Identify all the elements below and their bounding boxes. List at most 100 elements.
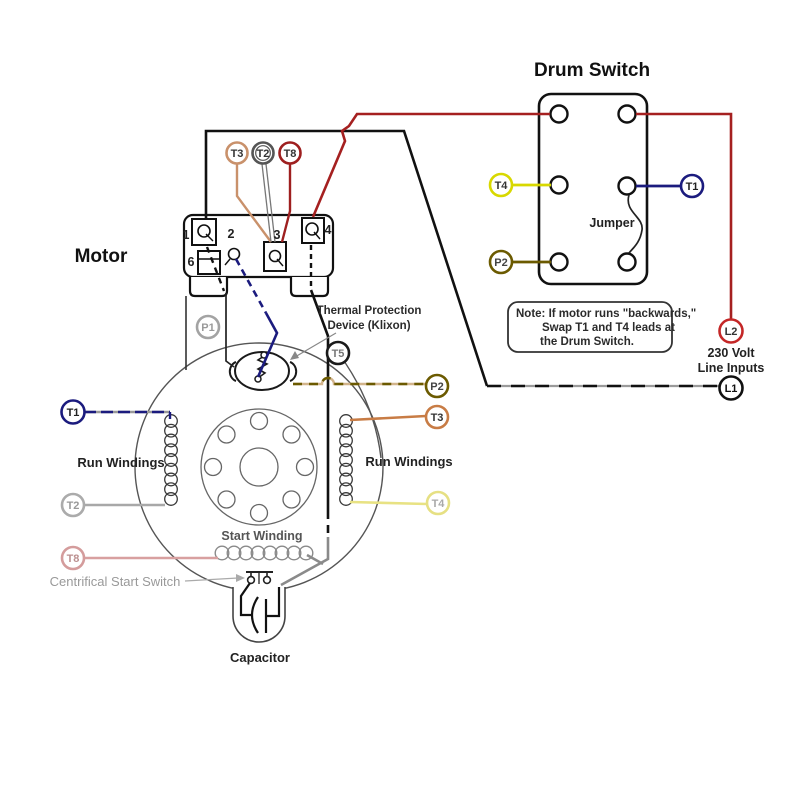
red-wire-drum-to-terminal4: [311, 112, 550, 218]
gray-wire-start-winding: [306, 553, 324, 566]
terminal-ring-t1-drum: [679, 173, 705, 199]
terminal-block-body: [182, 213, 335, 279]
thermal-label-line1: Thermal Protection: [317, 305, 422, 317]
volt-label-line2: Line Inputs: [698, 361, 765, 375]
bolt-hole: [217, 425, 236, 444]
rotor-circle: [200, 408, 318, 526]
pin-label-1: 1: [183, 228, 190, 242]
start-winding-coil: [214, 545, 314, 561]
drum-switch-body: [537, 92, 649, 286]
terminal-2-screw-slot: [224, 258, 231, 266]
blue-wire-to-klixon: [256, 312, 279, 378]
capacitor-housing: [232, 587, 286, 643]
bolt-hole: [249, 503, 269, 523]
terminal-ring-p2-drum: [488, 249, 514, 275]
t2-pigtail-wire-b: [265, 163, 276, 243]
terminal-ring-t5: [325, 340, 351, 366]
drum-switch-title: Drum Switch: [534, 60, 650, 81]
terminal-label-t8-top: T8: [284, 148, 297, 160]
capacitor-left-lead: [239, 582, 252, 617]
drum-terminal: [617, 104, 637, 124]
drum-terminal: [549, 252, 569, 272]
jumper-wire: [627, 194, 643, 254]
terminal-ring-l2: [718, 318, 744, 344]
centrifugal-arrow-head: [236, 574, 245, 582]
terminal-3-screw: [268, 249, 282, 263]
drum-terminal: [549, 175, 569, 195]
jumper-label: Jumper: [589, 216, 634, 230]
terminal-label-t4-drum: T4: [495, 180, 509, 192]
run-windings-left-label: Run Windings: [77, 455, 164, 470]
terminal-label-t2-motor: T2: [67, 500, 80, 512]
bolt-hole: [282, 425, 301, 444]
terminal-ring-t4-motor: [425, 490, 451, 516]
terminal-ring-p1: [195, 314, 221, 340]
terminal-ring-t4-drum: [488, 172, 514, 198]
pin-label-3: 3: [274, 228, 281, 242]
terminal-inner-ring-t2-top: [255, 145, 271, 161]
run-winding-right-coil: [339, 414, 353, 506]
terminal1-klixon-lead: [225, 293, 235, 368]
terminal-ring-l1: [718, 375, 744, 401]
terminal-label-l2: L2: [725, 326, 738, 338]
terminal-3-screw-slot: [276, 258, 284, 267]
pin-label-4: 4: [325, 223, 332, 237]
terminal-block-foot-left: [188, 277, 229, 298]
bolt-hole: [295, 457, 315, 477]
terminal-ring-t1-motor: [60, 399, 86, 425]
centrifugal-switch: [246, 571, 273, 585]
terminal-label-t1-drum: T1: [686, 181, 699, 193]
bolt-hole: [282, 490, 301, 509]
run-windings-right-label: Run Windings: [365, 454, 452, 469]
t4-wire: [349, 500, 428, 506]
terminal-label-t8-motor: T8: [67, 553, 80, 565]
blue-dashed-lead: [234, 258, 268, 314]
thermal-label-line2: Device (Klixon): [327, 320, 410, 332]
terminal-4-screw: [305, 222, 319, 236]
terminal-ring-t3-top: [225, 141, 249, 165]
wires: [84, 112, 733, 587]
volt-label-line1: 230 Volt: [707, 346, 755, 360]
motor-assembly: [134, 296, 384, 592]
terminal-1-box: [191, 218, 217, 246]
note-box: [507, 301, 673, 353]
capacitor-assembly: [232, 587, 286, 643]
red-wire-l2-to-drum: [636, 112, 733, 320]
terminal-ring-t2-motor: [60, 492, 86, 518]
note-line2: Swap T1 and T4 leads at: [542, 322, 675, 334]
rotor-bolt-holes: [203, 411, 315, 523]
thermal-arrow-line: [294, 332, 337, 358]
terminal-label-t2-top: T2: [257, 148, 270, 160]
note-line1: Note: If motor runs "backwards,": [516, 308, 696, 320]
black-line-wire: [204, 129, 489, 387]
bolt-hole: [217, 490, 236, 509]
capacitor-right-lead: [266, 587, 281, 618]
terminal-ring-t3-motor: [424, 404, 450, 430]
terminal-ring-t8-motor: [60, 545, 86, 571]
klixon-tab-left: [228, 361, 237, 382]
bolt-hole: [203, 457, 223, 477]
p2-wire-dashed: [293, 376, 426, 386]
terminal-4-box: [301, 217, 325, 244]
terminal-label-t3-top: T3: [231, 148, 244, 160]
t3-pigtail-wire: [235, 164, 272, 243]
terminal-label-l1: L1: [725, 383, 738, 395]
terminal1-dashed-lead: [205, 246, 226, 292]
terminal-label-t1-motor: T1: [67, 407, 80, 419]
pin-label-6: 6: [188, 255, 195, 269]
terminal-4-screw-slot: [313, 231, 321, 240]
t8-pigtail-wire: [280, 164, 292, 243]
t3-wire: [349, 414, 427, 422]
terminal-2-screw: [227, 247, 241, 261]
gray-wire-to-switch: [280, 537, 330, 587]
run-winding-left-coil: [164, 414, 178, 506]
drum-terminal: [617, 252, 637, 272]
note-line3: the Drum Switch.: [540, 336, 634, 348]
terminal-1-screw: [197, 224, 211, 238]
bolt-hole: [249, 411, 269, 431]
motor-title: Motor: [75, 246, 128, 267]
